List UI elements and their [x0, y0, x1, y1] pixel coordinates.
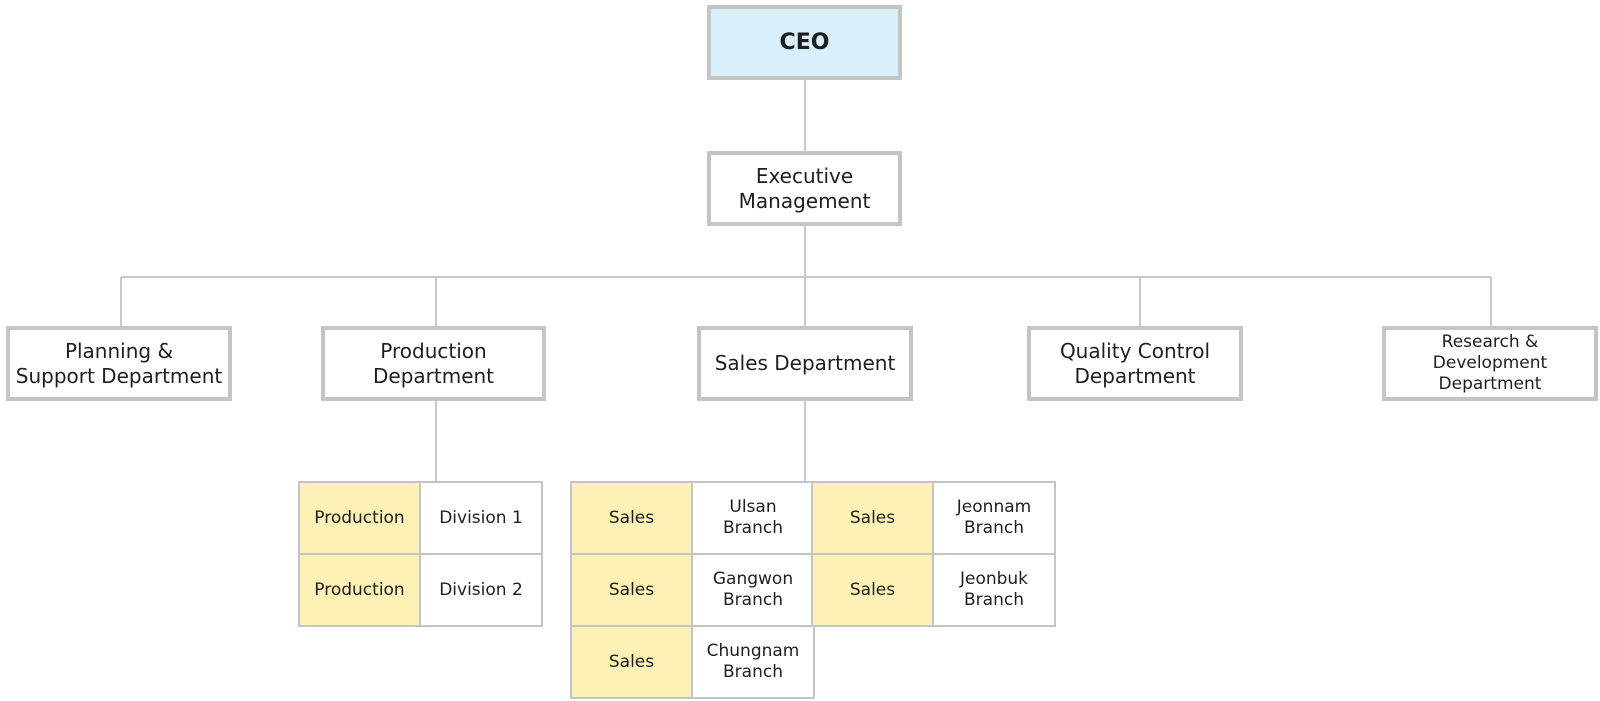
- sales-unit-type-cell: Sales: [570, 625, 693, 699]
- planning-support-department-box: Planning & Support Department: [6, 326, 232, 401]
- sales-unit-name-cell: Gangwon Branch: [691, 553, 815, 627]
- research-development-department-box: Research & Development Department: [1382, 326, 1598, 401]
- production-unit-type-cell: Production: [298, 481, 421, 555]
- sales-unit-type-cell: Sales: [570, 553, 693, 627]
- production-unit-type-cell: Production: [298, 553, 421, 627]
- production-unit-name-cell: Division 1: [419, 481, 543, 555]
- quality-control-department-box: Quality Control Department: [1027, 326, 1243, 401]
- executive-management-box: Executive Management: [707, 151, 902, 226]
- sales-unit-name-cell: Jeonbuk Branch: [932, 553, 1056, 627]
- production-unit-name-cell: Division 2: [419, 553, 543, 627]
- sales-unit-name-cell: Ulsan Branch: [691, 481, 815, 555]
- sales-unit-type-cell: Sales: [811, 553, 934, 627]
- sales-unit-name-cell: Chungnam Branch: [691, 625, 815, 699]
- sales-unit-type-cell: Sales: [570, 481, 693, 555]
- production-department-box: Production Department: [321, 326, 546, 401]
- ceo-box: CEO: [707, 5, 902, 80]
- sales-unit-type-cell: Sales: [811, 481, 934, 555]
- sales-department-box: Sales Department: [697, 326, 913, 401]
- sales-unit-name-cell: Jeonnam Branch: [932, 481, 1056, 555]
